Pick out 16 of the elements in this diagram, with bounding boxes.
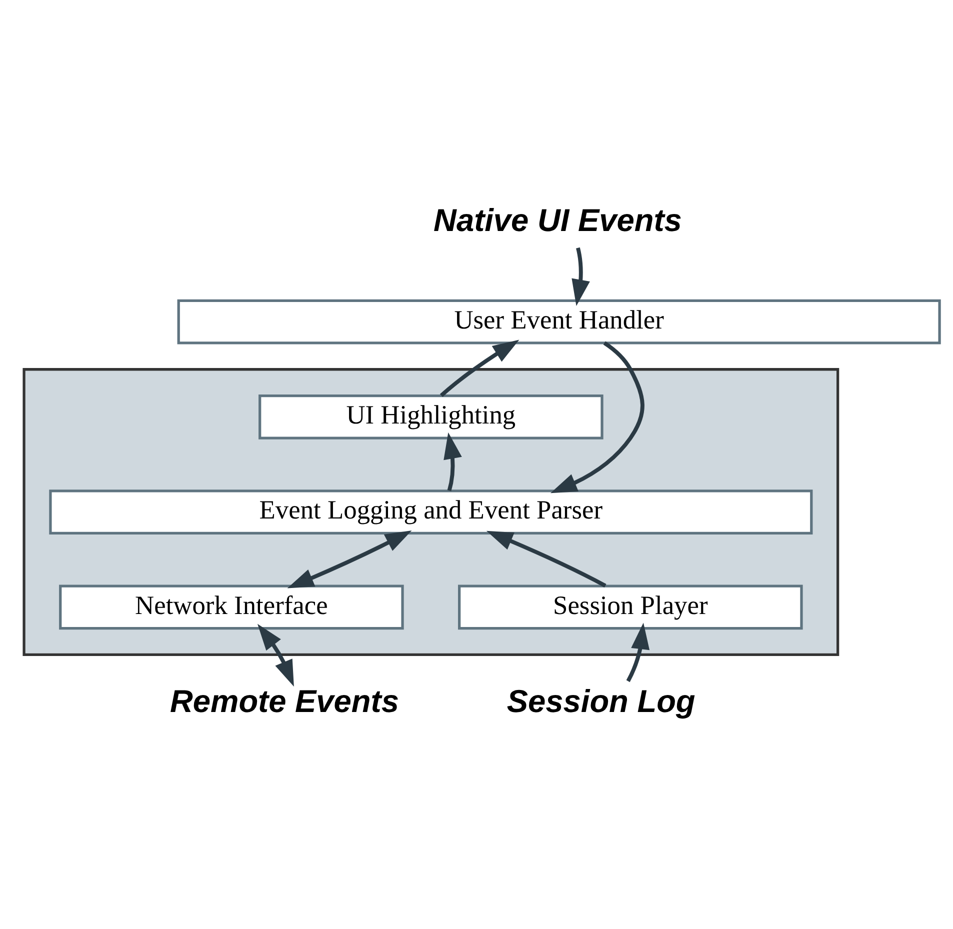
node-text: Remote Events	[170, 682, 399, 719]
node-box: Network Interface	[59, 584, 404, 630]
node-box: UI Highlighting	[258, 394, 604, 440]
node-box: Event Logging and Event Parser	[49, 490, 813, 535]
arrow	[626, 622, 650, 682]
arrow	[486, 530, 606, 588]
cluster	[22, 368, 840, 656]
node-text: Native UI Events	[434, 202, 682, 238]
node-box: User Event Handler	[177, 299, 941, 344]
arrow	[550, 341, 644, 494]
node-text: Session Log	[506, 682, 696, 719]
arrow	[257, 624, 294, 687]
arrow	[444, 432, 462, 492]
arrow	[572, 247, 590, 306]
node-box: Session Player	[458, 584, 803, 630]
arrow	[287, 530, 412, 588]
